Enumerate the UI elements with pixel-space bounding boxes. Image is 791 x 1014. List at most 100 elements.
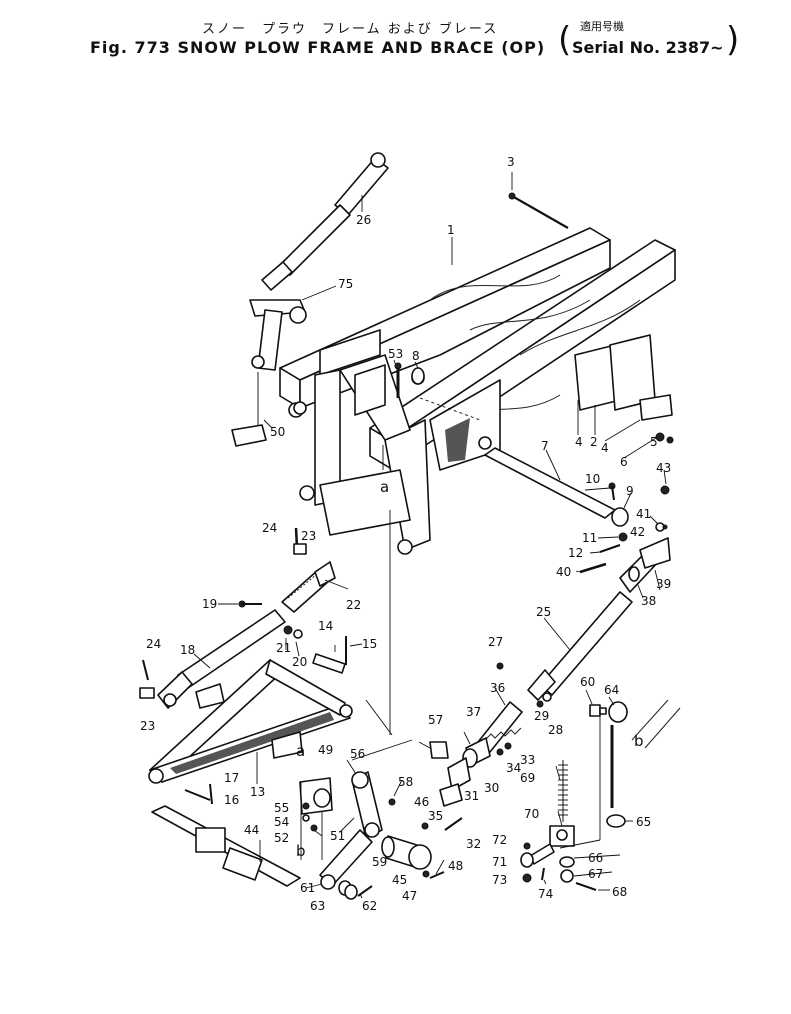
callout-3: 3 [507,155,515,169]
figure-title: Fig. 773 SNOW PLOW FRAME AND BRACE (OP) [90,38,546,57]
callout-57: 57 [428,713,443,727]
cylinder-26 [261,152,389,291]
callout-70: 70 [524,807,539,821]
callout-20: 20 [292,655,307,669]
bolt-3 [508,192,569,229]
callout-45: 45 [392,873,407,887]
block-70 [520,825,597,891]
callout-35: 35 [428,809,443,823]
callout-33: 33 [520,753,535,767]
callout-68: 68 [612,885,627,899]
callout-11: 11 [582,531,597,545]
callout-19: 19 [202,597,217,611]
callout-23a: 23 [301,529,316,543]
callout-5: 5 [650,435,658,449]
rod-end-22 [281,527,336,613]
bushing-45 [381,822,445,879]
callout-12: 12 [568,546,583,560]
ref-a-lower: a [296,742,305,760]
callout-29: 29 [534,709,549,723]
arm-56 [319,771,383,900]
callout-53: 53 [388,347,403,361]
callout-58: 58 [398,775,413,789]
ref-b-right: b [634,732,644,750]
callout-6: 6 [620,455,628,469]
callout-69: 69 [520,771,535,785]
bushing-57 [429,741,449,759]
callout-4a: 4 [575,435,583,449]
callout-52: 52 [274,831,289,845]
callout-28: 28 [548,723,563,737]
callout-54: 54 [274,815,289,829]
callout-59: 59 [372,855,387,869]
callout-14: 14 [318,619,333,633]
callout-49: 49 [318,743,333,757]
spring-rod-36 [388,662,552,831]
callout-9: 9 [626,484,634,498]
callout-43: 43 [656,461,671,475]
callout-62: 62 [362,899,377,913]
brace-25 [527,537,671,701]
callout-47: 47 [402,889,417,903]
rod-64 [589,699,681,828]
leader-lines [193,172,667,899]
a-frame-13 [148,659,353,805]
callout-30: 30 [484,781,499,795]
header: スノー プラウ フレーム および ブレース Fig. 773 SNOW PLOW… [0,0,791,70]
callout-8: 8 [412,349,420,363]
callout-61: 61 [300,881,315,895]
callout-50: 50 [270,425,285,439]
pin-53 [394,362,402,398]
callout-44: 44 [244,823,259,837]
callout-40: 40 [556,565,571,579]
ref-b-lower: b [296,842,306,860]
callout-32: 32 [466,837,481,851]
axle-44 [151,805,301,887]
callout-31: 31 [464,789,479,803]
right-paren: ) [726,20,740,60]
spring-69 [558,760,568,822]
main-frame [279,227,676,555]
shaft-7 [484,432,674,574]
callout-24a: 24 [262,521,277,535]
callout-2: 2 [590,435,598,449]
serial-range: ( 適用号機 Serial No. 2387~ ) [558,14,740,62]
callout-15: 15 [362,637,377,651]
callout-7: 7 [541,439,549,453]
callout-labels: 1 3 26 75 53 8 50 4 2 4 6 5 7 43 10 9 41… [140,155,671,913]
callout-67: 67 [588,867,603,881]
callout-22: 22 [346,598,361,612]
callout-34: 34 [506,761,521,775]
callout-23b: 23 [140,719,155,733]
callout-18: 18 [180,643,195,657]
callout-21: 21 [276,641,291,655]
callout-51: 51 [330,829,345,843]
callout-55: 55 [274,801,289,815]
callout-1: 1 [447,223,455,237]
callout-64: 64 [604,683,619,697]
callout-27: 27 [488,635,503,649]
japanese-title: スノー プラウ フレーム および ブレース [202,22,499,37]
callout-17: 17 [224,771,239,785]
callout-73: 73 [492,873,507,887]
left-paren: ( [558,20,572,60]
cylinder-18 [139,600,347,709]
callout-25: 25 [536,605,551,619]
washer-8 [411,367,425,385]
callout-56: 56 [350,747,365,761]
callout-4b: 4 [601,441,609,455]
callout-13: 13 [250,785,265,799]
callout-10: 10 [585,472,600,486]
serial-japanese-label: 適用号機 [580,20,624,33]
callout-60: 60 [580,675,595,689]
callout-74: 74 [538,887,553,901]
serial-number: Serial No. 2387~ [572,38,724,57]
callout-36: 36 [490,681,505,695]
ref-a-upper: a [380,478,389,496]
callout-39: 39 [656,577,671,591]
callout-24b: 24 [146,637,161,651]
callout-63: 63 [310,899,325,913]
callout-72: 72 [492,833,507,847]
callout-46: 46 [414,795,429,809]
